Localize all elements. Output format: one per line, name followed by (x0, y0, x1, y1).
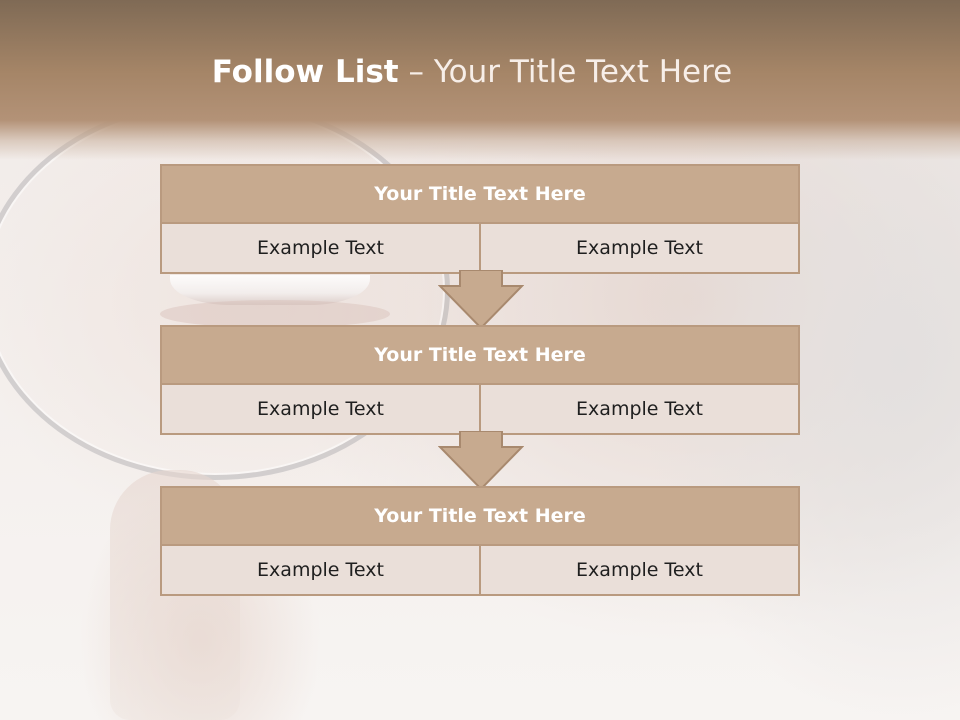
flow-step-2: Your Title Text Here Example Text Exampl… (160, 325, 800, 435)
flow-step-1: Your Title Text Here Example Text Exampl… (160, 164, 800, 274)
flow-step-right-text: Example Text (479, 385, 798, 433)
flow-step-row: Example Text Example Text (162, 224, 798, 272)
title-bold: Follow List (211, 54, 399, 90)
down-arrow-icon (438, 270, 524, 330)
flow-step-right-text: Example Text (479, 224, 798, 272)
flow-step-right-text: Example Text (479, 546, 798, 594)
flow-step-left-text: Example Text (257, 237, 384, 259)
down-arrow-icon (438, 431, 524, 491)
flow-step-left-text: Example Text (257, 398, 384, 420)
flow-step-row: Example Text Example Text (162, 385, 798, 433)
flow-step-title: Your Title Text Here (162, 327, 798, 385)
flow-step-3: Your Title Text Here Example Text Exampl… (160, 486, 800, 596)
smile-teeth (170, 275, 370, 305)
flow-step-left-text: Example Text (257, 559, 384, 581)
flow-step-row: Example Text Example Text (162, 546, 798, 594)
slide-title: Follow List – Your Title Text Here (0, 54, 944, 90)
header-band (0, 0, 960, 160)
title-rest: – Your Title Text Here (408, 54, 733, 90)
flow-step-title: Your Title Text Here (162, 488, 798, 546)
flow-step-title: Your Title Text Here (162, 166, 798, 224)
smile-lip (160, 300, 390, 328)
